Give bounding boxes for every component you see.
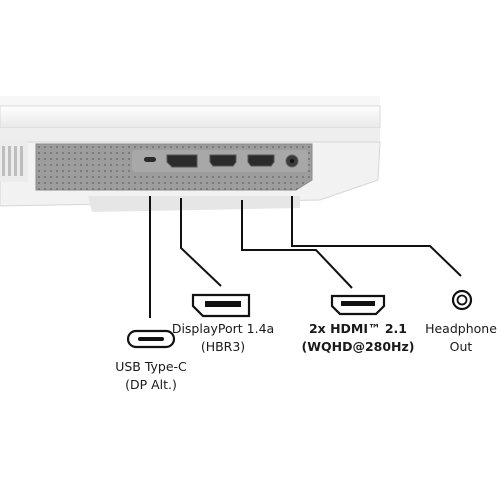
hdmi-port-opening-1 <box>209 154 237 167</box>
displayport-icon <box>191 293 251 318</box>
headphone-label-line1: Headphone <box>425 321 497 336</box>
headphone-label: Headphone Out <box>422 320 500 356</box>
hdmi-icon <box>330 294 386 316</box>
displayport-label-line1: DisplayPort 1.4a <box>171 321 275 336</box>
displayport-leader-line <box>180 198 222 287</box>
usb-type-c-icon <box>126 329 176 349</box>
hdmi-label-line1: 2x HDMI™ 2.1 <box>308 321 408 336</box>
hdmi-leader-line <box>241 200 353 289</box>
hdmi-label: 2x HDMI™ 2.1 (WQHD@280Hz) <box>298 320 418 356</box>
usb-c-label-line2: (DP Alt.) <box>125 377 177 392</box>
displayport-label: DisplayPort 1.4a (HBR3) <box>170 320 276 356</box>
usb-c-label: USB Type-C (DP Alt.) <box>100 358 202 394</box>
usb-c-label-line1: USB Type-C <box>115 359 187 374</box>
port-openings <box>144 154 299 168</box>
headphone-jack-icon <box>451 289 473 311</box>
usb-c-port-opening <box>144 157 156 162</box>
displayport-port-opening <box>166 154 198 168</box>
headphone-leader-line <box>291 196 462 277</box>
hdmi-label-line2: (WQHD@280Hz) <box>301 339 415 354</box>
hdmi-port-opening-2 <box>247 154 275 167</box>
leader-lines <box>149 196 462 318</box>
displayport-label-line2: (HBR3) <box>200 339 246 354</box>
headphone-label-line2: Out <box>449 339 473 354</box>
